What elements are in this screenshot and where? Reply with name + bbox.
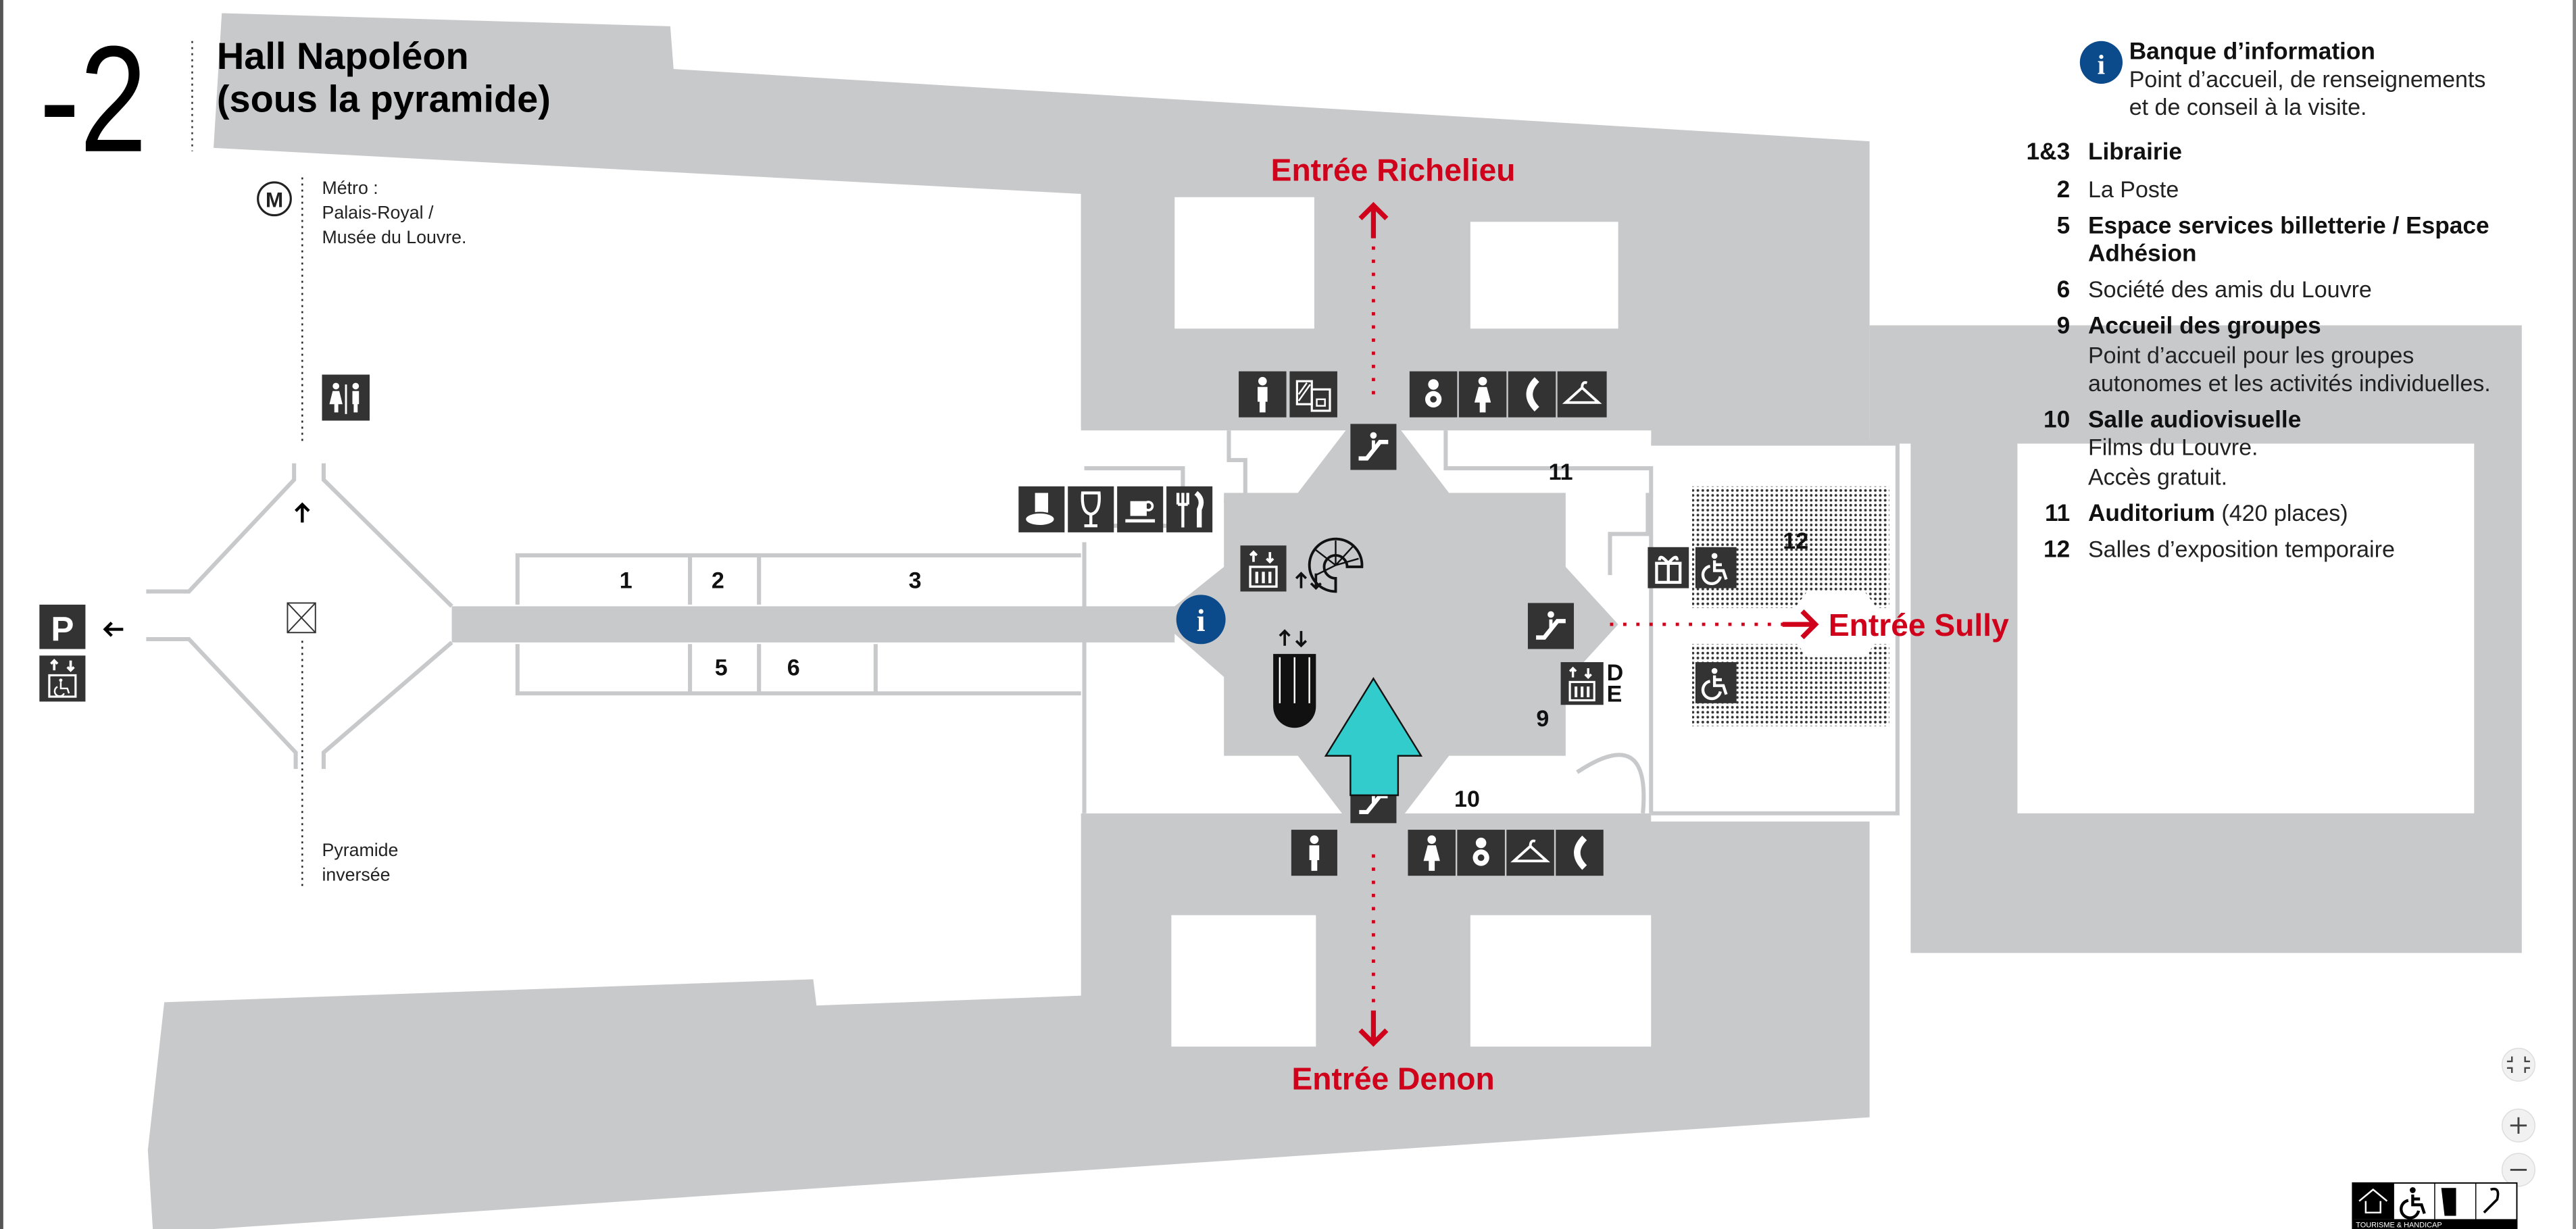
room-9-label: 9 — [1536, 706, 1549, 732]
level-number: -2 — [39, 15, 147, 184]
legend-item: La Poste — [2088, 177, 2179, 203]
baby-change-icon[interactable] — [1409, 371, 1458, 418]
corridor — [451, 606, 1175, 643]
accessible-elevator-icon[interactable] — [39, 655, 86, 702]
right-border — [2573, 0, 2576, 1229]
room-3-label: 3 — [909, 568, 922, 594]
parking-icon[interactable]: P — [39, 604, 86, 649]
elevator-de-icon[interactable] — [1560, 662, 1604, 705]
room-6-label: 6 — [787, 655, 800, 680]
legend: i Banque d’information Point d’accueil, … — [2027, 39, 2491, 563]
lockers-icon[interactable] — [1289, 371, 1337, 418]
room-5-label: 5 — [715, 655, 728, 680]
room-11-label: 11 — [1549, 459, 1573, 485]
legend-item: Accueil des groupes — [2088, 313, 2321, 339]
entrance-denon-label[interactable]: Entrée Denon — [1291, 1061, 1494, 1096]
fit-view-button[interactable] — [2501, 1047, 2535, 1082]
svg-text:10: 10 — [2044, 406, 2070, 432]
svg-text:Adhésion: Adhésion — [2088, 241, 2197, 267]
tourisme-handicap-logo: TOURISME & HANDICAP — [2352, 1182, 2518, 1229]
spiral-staircase-icon[interactable] — [1295, 537, 1364, 593]
pyramide-label-2: inversée — [322, 864, 391, 884]
double-escalator-icon[interactable] — [1273, 629, 1316, 728]
svg-text:i: i — [1197, 603, 1206, 638]
svg-text:12: 12 — [2044, 536, 2070, 562]
svg-text:autonomes et les activités ind: autonomes et les activités individuelles… — [2088, 371, 2491, 397]
room-1-label: 1 — [620, 568, 633, 594]
svg-text:2: 2 — [2057, 176, 2071, 203]
svg-text:1&3: 1&3 — [2027, 139, 2071, 165]
arrow-up-icon — [295, 502, 310, 523]
info-legend-icon — [2079, 41, 2123, 84]
room-2-label: 2 — [712, 568, 724, 594]
svg-text:Films du Louvre.: Films du Louvre. — [2088, 435, 2258, 461]
svg-text:i: i — [2098, 49, 2105, 80]
men-toilet-icon[interactable] — [1239, 371, 1287, 418]
legend-item: Société des amis du Louvre — [2088, 277, 2372, 303]
elevator-e-label: E — [1607, 681, 1623, 707]
pyramide-label: Pyramide — [322, 840, 399, 860]
south-wing — [147, 813, 1870, 1229]
women-toilet-icon[interactable] — [1408, 830, 1456, 876]
svg-text:Accès gratuit.: Accès gratuit. — [2088, 464, 2227, 490]
wheelchair-icon[interactable] — [1695, 547, 1737, 588]
legend-item: Salles d’exposition temporaire — [2088, 536, 2395, 562]
phone-icon[interactable] — [1556, 830, 1604, 876]
svg-text:P: P — [51, 609, 74, 648]
restaurant-icon[interactable] — [1166, 486, 1213, 532]
svg-text:TOURISME & HANDICAP: TOURISME & HANDICAP — [2356, 1222, 2442, 1229]
wheelchair-icon[interactable] — [1695, 662, 1737, 703]
entrance-richelieu-label[interactable]: Entrée Richelieu — [1271, 152, 1516, 187]
richelieu-arrow-icon — [1358, 201, 1389, 239]
cloakroom-icon[interactable] — [1506, 830, 1554, 876]
room-10-label: 10 — [1454, 786, 1480, 812]
hall-napoleon-diamond — [1158, 394, 1618, 855]
arrow-left-icon — [103, 622, 124, 637]
metro-station-2: Musée du Louvre. — [322, 227, 467, 247]
phone-icon[interactable] — [1508, 371, 1556, 418]
metro-icon: M — [257, 181, 292, 217]
legend-info-title: Banque d’information — [2129, 39, 2375, 65]
page-title: Hall Napoléon — [217, 34, 469, 77]
women-toilet-icon[interactable] — [1458, 371, 1507, 418]
zoom-in-button[interactable] — [2501, 1108, 2535, 1143]
svg-text:6: 6 — [2057, 276, 2071, 303]
escalator-east-icon[interactable] — [1527, 603, 1575, 649]
wine-bar-icon[interactable] — [1068, 486, 1114, 532]
sully-arrow-icon — [1782, 609, 1819, 640]
you-are-here-arrow — [1324, 677, 1423, 797]
info-desk-icon[interactable]: i — [1176, 595, 1226, 645]
svg-text:5: 5 — [2057, 212, 2071, 239]
entrance-sully-label[interactable]: Entrée Sully — [1829, 607, 2009, 643]
svg-text:et de conseil à la visite.: et de conseil à la visite. — [2129, 95, 2367, 120]
svg-text:Point d’accueil, de renseignem: Point d’accueil, de renseignements — [2129, 67, 2486, 93]
svg-text:Point d’accueil pour les group: Point d’accueil pour les groupes — [2088, 343, 2414, 368]
room-12-label: 12 — [1783, 528, 1808, 554]
svg-text:9: 9 — [2057, 313, 2071, 339]
page-subtitle: (sous la pyramide) — [217, 77, 551, 120]
svg-text:11: 11 — [2045, 500, 2070, 526]
legend-item: Librairie — [2088, 139, 2182, 165]
men-toilet-icon[interactable] — [1291, 830, 1337, 876]
gift-shop-icon[interactable] — [1648, 547, 1689, 588]
cloakroom-icon[interactable] — [1557, 371, 1607, 418]
escalator-north-icon[interactable] — [1350, 424, 1397, 470]
legend-item: Espace services billetterie / Espace — [2088, 212, 2490, 239]
pyramide-inversee-walls — [146, 463, 453, 770]
legend-item: Auditorium (420 places) — [2088, 500, 2348, 526]
denon-arrow-icon — [1358, 1010, 1389, 1047]
zoom-out-button[interactable] — [2501, 1153, 2535, 1187]
elevator-icon[interactable] — [1240, 545, 1287, 592]
toilets-icon[interactable] — [322, 374, 370, 421]
sandwich-icon[interactable] — [1018, 486, 1065, 532]
svg-text:M: M — [266, 187, 283, 211]
elevator-d-label: D — [1607, 660, 1624, 686]
left-border — [0, 0, 3, 1229]
cafe-icon[interactable] — [1117, 486, 1164, 532]
baby-change-icon[interactable] — [1457, 830, 1505, 876]
metro-station-1: Palais-Royal / — [322, 202, 434, 222]
legend-item: Salle audiovisuelle — [2088, 406, 2301, 432]
metro-label: Métro : — [322, 178, 378, 198]
cour-carree — [2017, 443, 2475, 813]
